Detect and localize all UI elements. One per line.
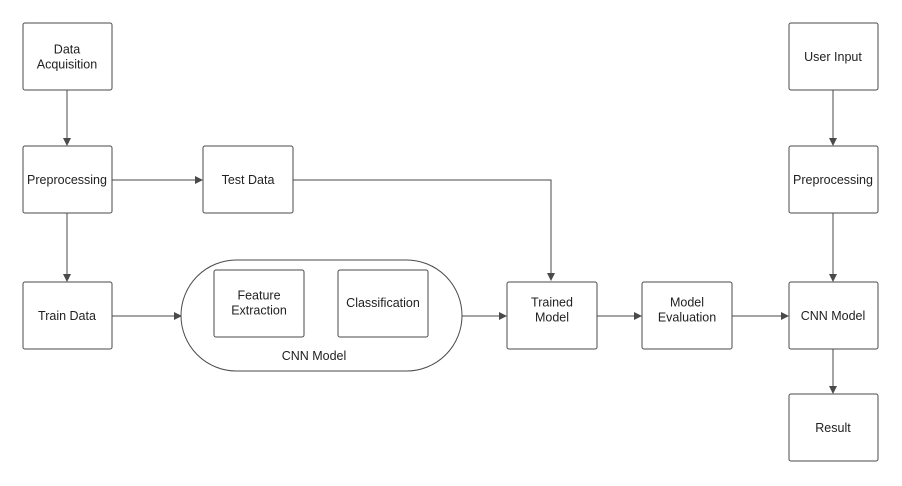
- label-line: Classification: [346, 296, 420, 310]
- edges: [63, 90, 837, 394]
- label-line: Extraction: [231, 304, 287, 318]
- node-preprocessing-right: Preprocessing: [788, 145, 879, 214]
- node-user-input: User Input: [788, 22, 879, 91]
- node-test-data: Test Data: [202, 145, 294, 214]
- label-line: Evaluation: [658, 311, 716, 325]
- node-label: Preprocessing: [27, 173, 107, 187]
- label-line: Feature: [237, 289, 280, 303]
- node-label: Result: [815, 421, 851, 435]
- label-line: Model: [535, 311, 569, 325]
- node-label: Test Data: [222, 173, 275, 187]
- label-line: Preprocessing: [27, 173, 107, 187]
- node-label: Classification: [346, 296, 420, 310]
- edge-test-data-to-trained-model: [293, 179, 555, 281]
- node-train-data: Train Data: [22, 281, 113, 350]
- label-line: CNN Model: [282, 349, 347, 363]
- label-line: Train Data: [38, 309, 96, 323]
- label-line: Test Data: [222, 173, 275, 187]
- node-label: Train Data: [38, 309, 96, 323]
- node-label: User Input: [804, 50, 862, 64]
- node-cnn-model-right: CNN Model: [788, 281, 879, 350]
- node-label: CNN Model: [801, 309, 866, 323]
- label-line: Result: [815, 421, 851, 435]
- label-line: Model: [670, 296, 704, 310]
- label-line: Trained: [531, 296, 573, 310]
- label-line: User Input: [804, 50, 862, 64]
- label-line: CNN Model: [801, 309, 866, 323]
- group-label: CNN Model: [282, 349, 347, 363]
- label-line: Preprocessing: [793, 173, 873, 187]
- label-line: Data: [54, 43, 80, 57]
- node-result: Result: [788, 393, 879, 462]
- node-label: Preprocessing: [793, 173, 873, 187]
- node-classification: Classification: [337, 269, 429, 338]
- label-line: Acquisition: [37, 58, 97, 72]
- node-preprocessing-left: Preprocessing: [22, 145, 113, 214]
